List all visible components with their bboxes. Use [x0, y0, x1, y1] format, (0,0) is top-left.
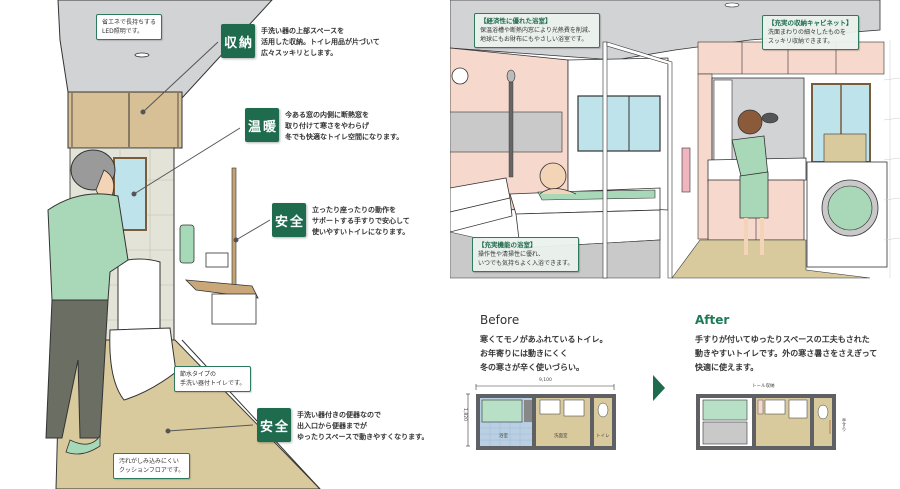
- safety-handrail-description: 立ったり座ったりの動作を サポートする手すりで安心して 使いやすいトイレになりま…: [312, 206, 410, 236]
- storage-cabinet-text: 洗面まわりの細々したものを スッキリ収納できます。: [768, 29, 847, 45]
- before-to-after-arrow-icon: [652, 375, 666, 401]
- safety-space-description: 手洗い器付きの便器なので 出入口から便器までが ゆったりスペースで動きやすくなり…: [297, 411, 429, 441]
- storage-tag: 収納: [221, 24, 255, 58]
- storage-cabinet-title: 【充実の収納キャビネット】: [768, 19, 853, 27]
- toilet-illustration: 省エネで長持ちする LED照明です。 節水タイプの 手洗い器付トイレです。 汚れ…: [45, 0, 429, 489]
- handrail-label: 手すり: [841, 418, 846, 432]
- room-label-toilet: トイレ: [596, 434, 610, 439]
- before-plan-drawing: [466, 384, 616, 450]
- before-height-dimension: 1,820: [461, 408, 467, 421]
- safety-handrail-tag: 安全: [272, 203, 306, 237]
- room-label-bath: 浴室: [499, 434, 508, 439]
- warmth-tag: 温暖: [245, 108, 279, 142]
- functional-bathroom-box: 【充実機能の浴室】 操作性や清掃性に優れ、 いつでも気持ちよく入浴できます。: [472, 237, 580, 272]
- before-width-dimension: 9,100: [539, 378, 552, 383]
- storage-cabinet-box: 【充実の収納キャビネット】 洗面まわりの細々したものを スッキリ収納できます。: [762, 15, 859, 50]
- after-title: After: [695, 313, 730, 327]
- after-description: 手すりが付いてゆったりスペースの工夫もされた 動きやすいトイレです。外の寒さ暑さ…: [695, 335, 878, 372]
- bathroom-illustration: 【経済性に優れた浴室】 保温浴槽や断熱内窓により光熱費を削減、 地球にもお財布に…: [450, 0, 900, 280]
- before-title: Before: [480, 313, 520, 327]
- economical-bathroom-title: 【経済性に優れた浴室】: [480, 17, 552, 25]
- economical-bathroom-text: 保温浴槽や断熱内窓により光熱費を削減、 地球にもお財布にもやさしい浴室です。: [480, 27, 594, 43]
- before-description: 寒くてモノがあふれているトイレ。 お年寄りには動きにくく 冬の寒さが辛く使いづら…: [480, 335, 608, 372]
- after-floor-plan: トール収納 手すり: [690, 380, 860, 460]
- water-saving-toilet-note: 節水タイプの 手洗い器付トイレです。: [174, 366, 252, 392]
- warmth-description: 今ある窓の内側に断熱窓を 取り付けて寒さをやわらげ 冬でも快適なトイレ空間になり…: [285, 111, 404, 141]
- safety-space-tag: 安全: [257, 408, 291, 442]
- functional-bathroom-text: 操作性や清掃性に優れ、 いつでも気持ちよく入浴できます。: [478, 251, 574, 267]
- after-plan-drawing: [696, 394, 836, 450]
- storage-description: 手洗い器の上部スペースを 活用した収納。トイレ用品が片づいて 広々スッキリとしま…: [261, 27, 380, 57]
- cushion-floor-note: 汚れがしみ込みにくい クッションフロアです。: [113, 453, 191, 479]
- tall-storage-label: トール収納: [752, 384, 775, 389]
- before-floor-plan: 9,100 1,820 浴室 洗面室 トイレ: [461, 378, 632, 460]
- toilet-scene-drawing: [45, 0, 321, 489]
- led-lighting-note: 省エネで長持ちする LED照明です。: [96, 14, 163, 40]
- economical-bathroom-box: 【経済性に優れた浴室】 保温浴槽や断熱内窓により光熱費を削減、 地球にもお財布に…: [474, 13, 600, 48]
- room-label-washroom: 洗面室: [554, 434, 568, 439]
- functional-bathroom-title: 【充実機能の浴室】: [478, 241, 537, 249]
